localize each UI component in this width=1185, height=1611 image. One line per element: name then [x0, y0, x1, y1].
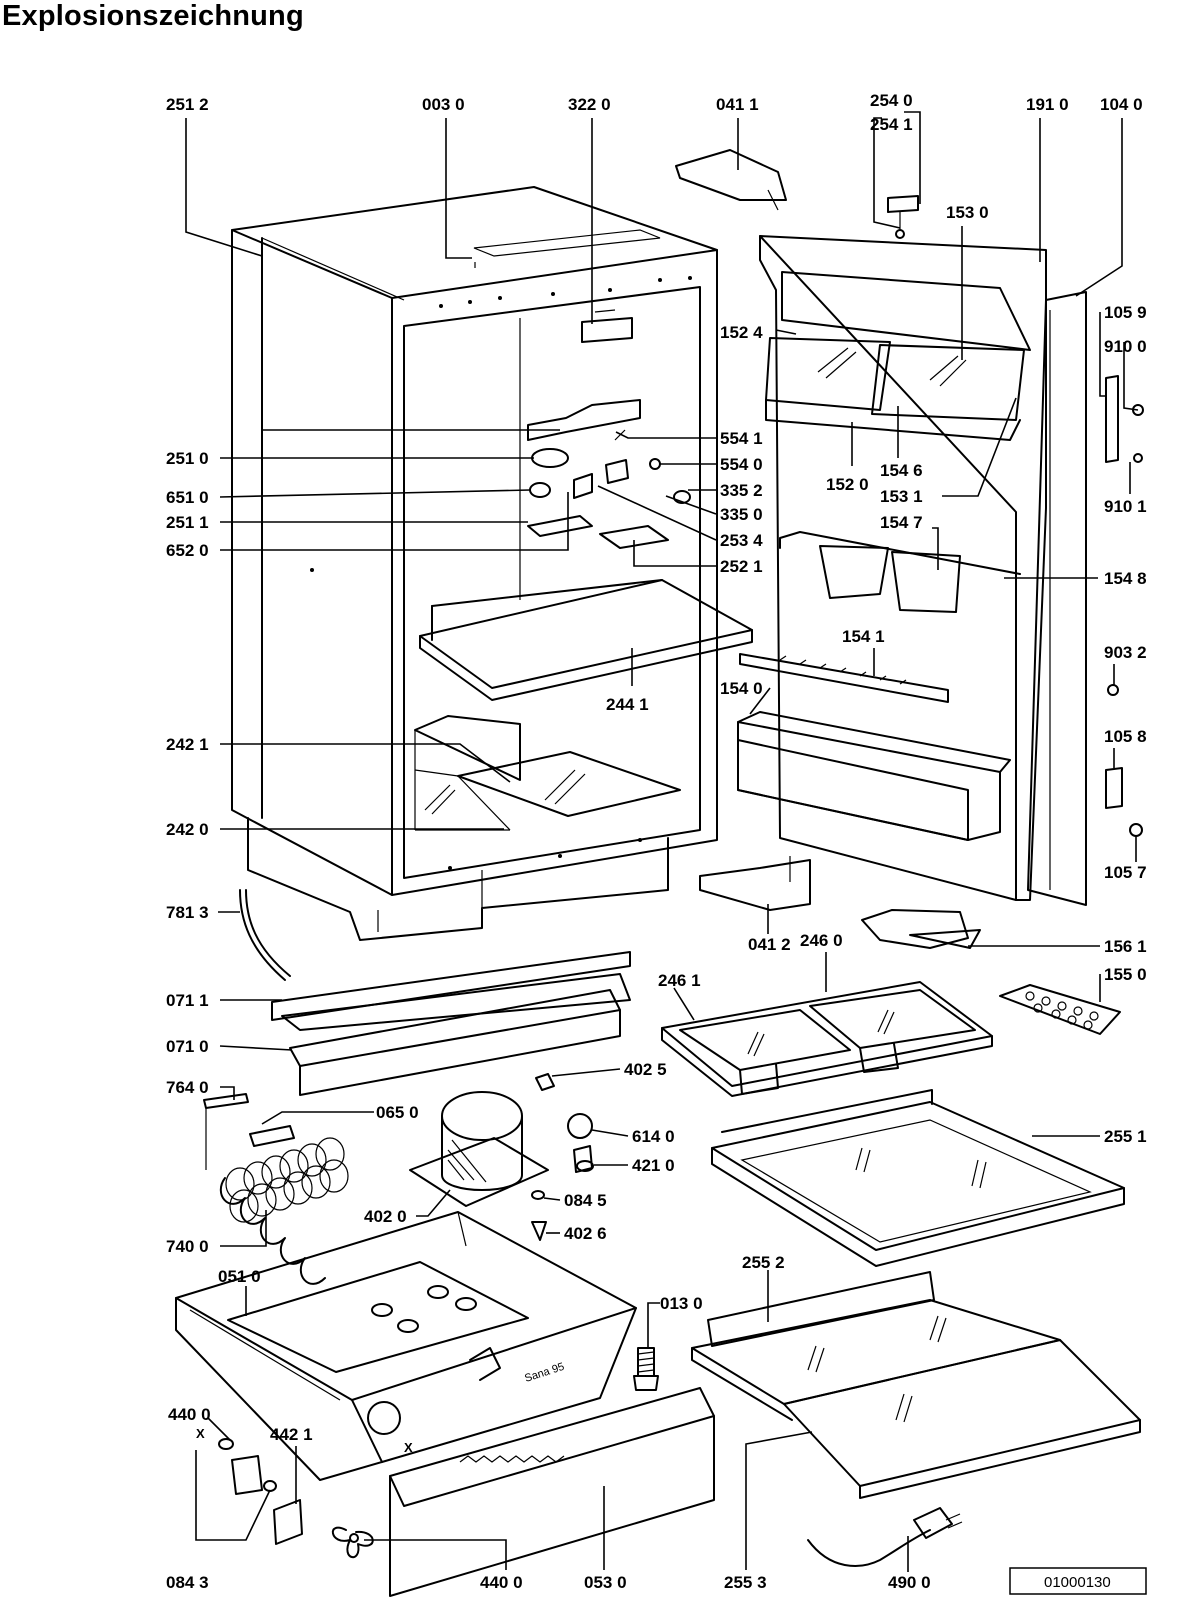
- part-label: 051 0: [218, 1267, 261, 1286]
- leader-lines: [185, 111, 1139, 1572]
- mark-x-right: X: [404, 1440, 413, 1455]
- part-label: 255 1: [1104, 1127, 1147, 1146]
- part-label: 053 0: [584, 1573, 627, 1592]
- part-label: 740 0: [166, 1237, 209, 1256]
- part-label: 154 8: [1104, 569, 1147, 588]
- part-label: 440 0: [168, 1405, 211, 1424]
- page-title: Explosionszeichnung: [2, 0, 304, 32]
- part-label: 084 5: [564, 1191, 607, 1210]
- part-label: 041 1: [716, 95, 759, 114]
- part-label: 254 1: [870, 115, 913, 134]
- part-label: 764 0: [166, 1078, 209, 1097]
- part-label: 335 0: [720, 505, 763, 524]
- part-label: 153 0: [946, 203, 989, 222]
- part-label: 104 0: [1100, 95, 1143, 114]
- part-label: 322 0: [568, 95, 611, 114]
- part-label: 242 1: [166, 735, 209, 754]
- lower-assembly: Sana 95 X X: [175, 889, 715, 1597]
- part-label: 191 0: [1026, 95, 1069, 114]
- part-label: 065 0: [376, 1103, 419, 1122]
- part-label: 071 0: [166, 1037, 209, 1056]
- part-label: 041 2: [748, 935, 791, 954]
- part-label: 253 4: [720, 531, 763, 550]
- part-label: 155 0: [1104, 965, 1147, 984]
- part-label: 402 6: [564, 1224, 607, 1243]
- part-label: 152 0: [826, 475, 869, 494]
- part-label: 246 0: [800, 931, 843, 950]
- door-assembly: [675, 149, 1144, 1035]
- part-label: 246 1: [658, 971, 701, 990]
- part-label: 013 0: [660, 1294, 703, 1313]
- part-label: 251 0: [166, 449, 209, 468]
- part-label: 251 1: [166, 513, 209, 532]
- part-label: 614 0: [632, 1127, 675, 1146]
- chassis-stamp: Sana 95: [523, 1361, 566, 1385]
- part-label: 154 0: [720, 679, 763, 698]
- part-label: 442 1: [270, 1425, 313, 1444]
- part-label: 152 4: [720, 323, 763, 342]
- drawing-reference-number: 01000130: [1044, 1574, 1111, 1591]
- part-label: 402 0: [364, 1207, 407, 1226]
- part-label: 421 0: [632, 1156, 675, 1175]
- part-label: 153 1: [880, 487, 923, 506]
- part-label: 651 0: [166, 488, 209, 507]
- part-label: 251 2: [166, 95, 209, 114]
- part-label: 105 8: [1104, 727, 1147, 746]
- part-label: 003 0: [422, 95, 465, 114]
- part-label: 910 1: [1104, 497, 1147, 516]
- part-label: 084 3: [166, 1573, 209, 1592]
- part-label: 105 9: [1104, 303, 1147, 322]
- part-label: 910 0: [1104, 337, 1147, 356]
- part-label: 254 0: [870, 91, 913, 110]
- part-label: 154 7: [880, 513, 923, 532]
- part-label: 255 2: [742, 1253, 785, 1272]
- part-label: 154 6: [880, 461, 923, 480]
- part-label: 402 5: [624, 1060, 667, 1079]
- glass-shelves: [661, 981, 1141, 1567]
- part-label: 335 2: [720, 481, 763, 500]
- part-label: 154 1: [842, 627, 885, 646]
- part-label: 652 0: [166, 541, 209, 560]
- part-label: 071 1: [166, 991, 209, 1010]
- mark-x-left: X: [196, 1426, 205, 1441]
- part-label: 554 0: [720, 455, 763, 474]
- part-label: 244 1: [606, 695, 649, 714]
- part-label: 440 0: [480, 1573, 523, 1592]
- part-label: 252 1: [720, 557, 763, 576]
- cabinet-body: [231, 186, 753, 941]
- drawing-reference: 01000130: [1009, 1567, 1147, 1595]
- part-label: 242 0: [166, 820, 209, 839]
- part-label: 903 2: [1104, 643, 1147, 662]
- part-label: 554 1: [720, 429, 763, 448]
- part-label: 255 3: [724, 1573, 767, 1592]
- part-label: 781 3: [166, 903, 209, 922]
- part-label: 490 0: [888, 1573, 931, 1592]
- part-labels: 251 2 003 0 322 0 041 1 254 0 254 1 191 …: [166, 91, 1147, 1592]
- part-label: 105 7: [1104, 863, 1147, 882]
- part-label: 156 1: [1104, 937, 1147, 956]
